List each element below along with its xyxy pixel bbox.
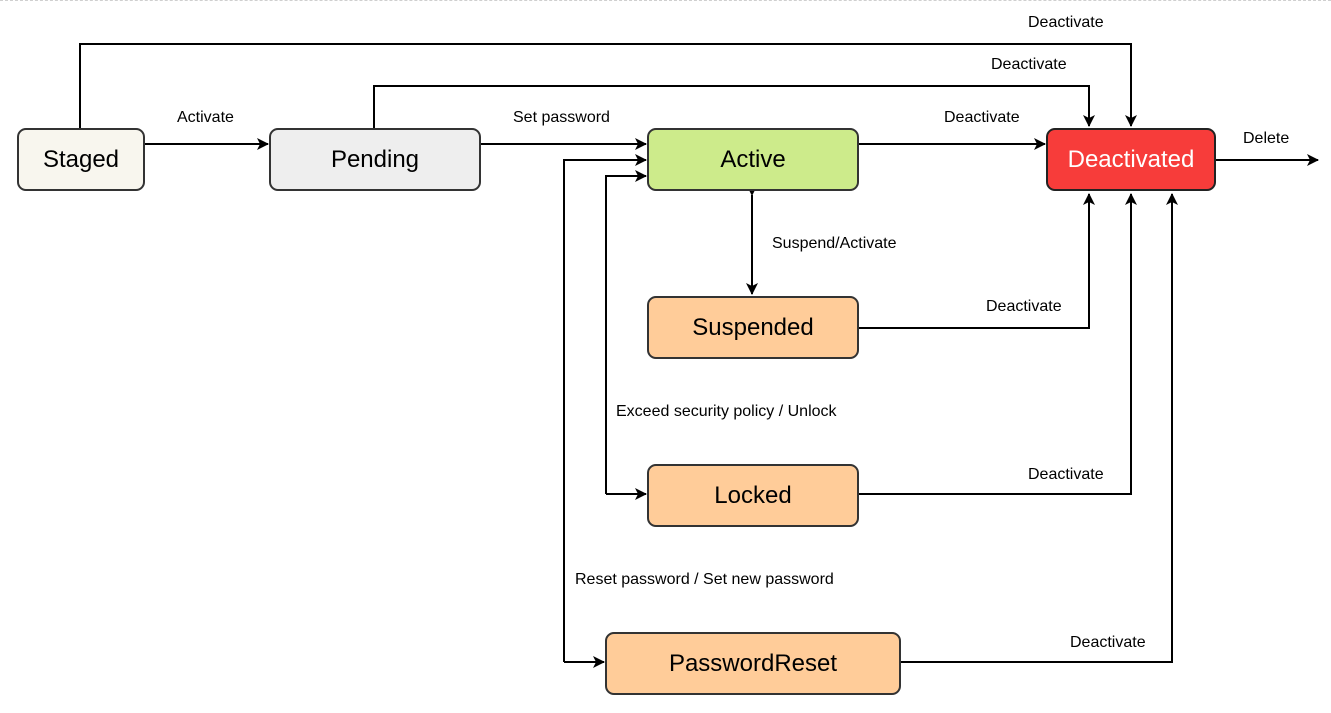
edge-active-locked-up <box>605 170 647 494</box>
state-pending: Pending <box>269 128 481 191</box>
label-delete: Delete <box>1243 130 1290 147</box>
state-active: Active <box>647 128 859 191</box>
state-staged: Staged <box>17 128 145 191</box>
edge-suspended-deactivated <box>858 193 1095 329</box>
label-reset-password: Reset password / Set new password <box>575 571 834 588</box>
label-pending-set-password: Set password <box>513 109 610 126</box>
edge-pending-deactivated <box>373 85 1095 128</box>
label-passwordreset-deactivate: Deactivate <box>1070 634 1146 651</box>
state-staged-label: Staged <box>42 145 120 173</box>
label-staged-activate: Activate <box>177 109 234 126</box>
state-suspended: Suspended <box>647 296 859 359</box>
state-active-label: Active <box>720 145 786 173</box>
state-password-reset-label: PasswordReset <box>668 649 838 677</box>
state-suspended-label: Suspended <box>692 313 814 341</box>
state-password-reset: PasswordReset <box>605 632 901 695</box>
label-suspend-activate: Suspend/Activate <box>772 235 897 252</box>
edge-active-passwordreset-up <box>563 154 647 662</box>
edge-locked-deactivated <box>858 193 1137 495</box>
edge-staged-deactivated <box>79 43 1137 128</box>
label-pending-deactivate: Deactivate <box>991 56 1067 73</box>
state-deactivated: Deactivated <box>1046 128 1216 191</box>
state-locked-label: Locked <box>714 481 792 509</box>
top-border-line <box>0 0 1331 1</box>
edge-passwordreset-deactivated <box>900 193 1178 663</box>
state-pending-label: Pending <box>330 145 420 173</box>
label-locked-deactivate: Deactivate <box>1028 466 1104 483</box>
label-staged-deactivate: Deactivate <box>1028 14 1104 31</box>
state-deactivated-label: Deactivated <box>1067 145 1195 173</box>
label-active-deactivate: Deactivate <box>944 109 1020 126</box>
label-security-unlock: Exceed security policy / Unlock <box>616 403 837 420</box>
state-locked: Locked <box>647 464 859 527</box>
label-suspended-deactivate: Deactivate <box>986 298 1062 315</box>
